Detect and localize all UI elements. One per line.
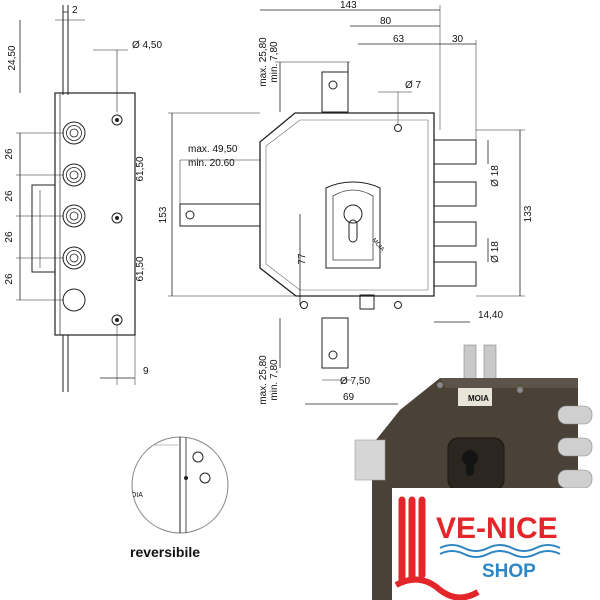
deadbolt-front-2	[62, 163, 86, 187]
dim-screw-diameter: Ø 7	[405, 80, 422, 91]
shop-logo: VE-NICE SHOP	[392, 488, 600, 600]
deadbolt-front-4	[62, 246, 86, 270]
photo-bolt-2	[557, 437, 593, 457]
dim-hole-bottom: Ø 7,50	[340, 376, 370, 387]
photo-bolt-3	[557, 469, 593, 489]
dim-pitch-3: 26	[4, 231, 15, 243]
bolt-4	[433, 261, 477, 287]
cylinder-hole	[343, 204, 363, 224]
bolt-1	[433, 139, 477, 165]
bottom-rod-plate	[321, 317, 349, 369]
dim-height: 153	[158, 206, 169, 223]
dim-rod-bottom-min: min. 7,80	[269, 359, 280, 401]
dim-lower-span: 61,50	[135, 256, 146, 281]
dim-top-offset: 24,50	[7, 45, 18, 70]
dim-bottom-span: 69	[343, 392, 355, 403]
dim-hole-diameter: Ø 4,50	[132, 40, 162, 51]
dim-bolt-span: 133	[523, 205, 534, 222]
latch-circle	[62, 288, 86, 312]
bolt-2	[433, 181, 477, 207]
dim-rod-bottom-max: max. 25,80	[258, 355, 269, 405]
deadbolt-front-3	[62, 204, 86, 228]
photo-bolt-1	[557, 405, 593, 425]
dim-pitch-2: 26	[4, 190, 15, 202]
side-rod	[179, 203, 261, 227]
cylinder-housing	[325, 181, 381, 269]
dim-rod-side-min: min. 20.60	[188, 158, 235, 169]
top-rod-plate	[321, 71, 349, 113]
dim-axis-height: 77	[297, 253, 308, 265]
dim-upper-span: 61,50	[135, 156, 146, 181]
side-view: 2 24,50 Ø 4,50 26 26 26 26 61,50 61,50 9	[4, 5, 162, 392]
shop-logo-tagline: SHOP	[482, 561, 536, 582]
dim-pitch-1: 26	[4, 148, 15, 160]
dim-rod-top-max: max. 25,80	[258, 37, 269, 87]
lock-body-outline	[259, 112, 435, 297]
detail-brand: MOIA	[125, 492, 143, 499]
dim-edge: 14,40	[478, 310, 503, 321]
dim-rod-side-max: max. 49,50	[188, 144, 238, 155]
dim-screw-span: 63	[393, 34, 405, 45]
dim-bottom: 9	[143, 366, 149, 377]
dim-overall-width: 143	[340, 0, 357, 11]
reversible-label: reversibile	[130, 544, 200, 560]
dim-rod-top-min: min. 7,80	[269, 41, 280, 83]
dim-pitch-4: 26	[4, 273, 15, 285]
front-view: MOIA 143 80 63 30 max. 25,80 min. 7,80 Ø…	[158, 0, 534, 405]
dim-bolt-offset: 30	[452, 34, 464, 45]
dim-top-gap: 2	[72, 5, 78, 16]
shop-logo-name: VE-NICE	[436, 512, 558, 545]
dim-bolt-diameter-top: Ø 18	[490, 165, 501, 187]
deadbolt-front-1	[62, 121, 86, 145]
bolt-3	[433, 221, 477, 247]
dim-bolt-diameter-bottom: Ø 18	[490, 241, 501, 263]
reversible-detail: MOIA reversibile	[125, 436, 229, 560]
photo-brand: MOIA	[468, 394, 489, 403]
dim-to-axis: 80	[380, 16, 392, 27]
